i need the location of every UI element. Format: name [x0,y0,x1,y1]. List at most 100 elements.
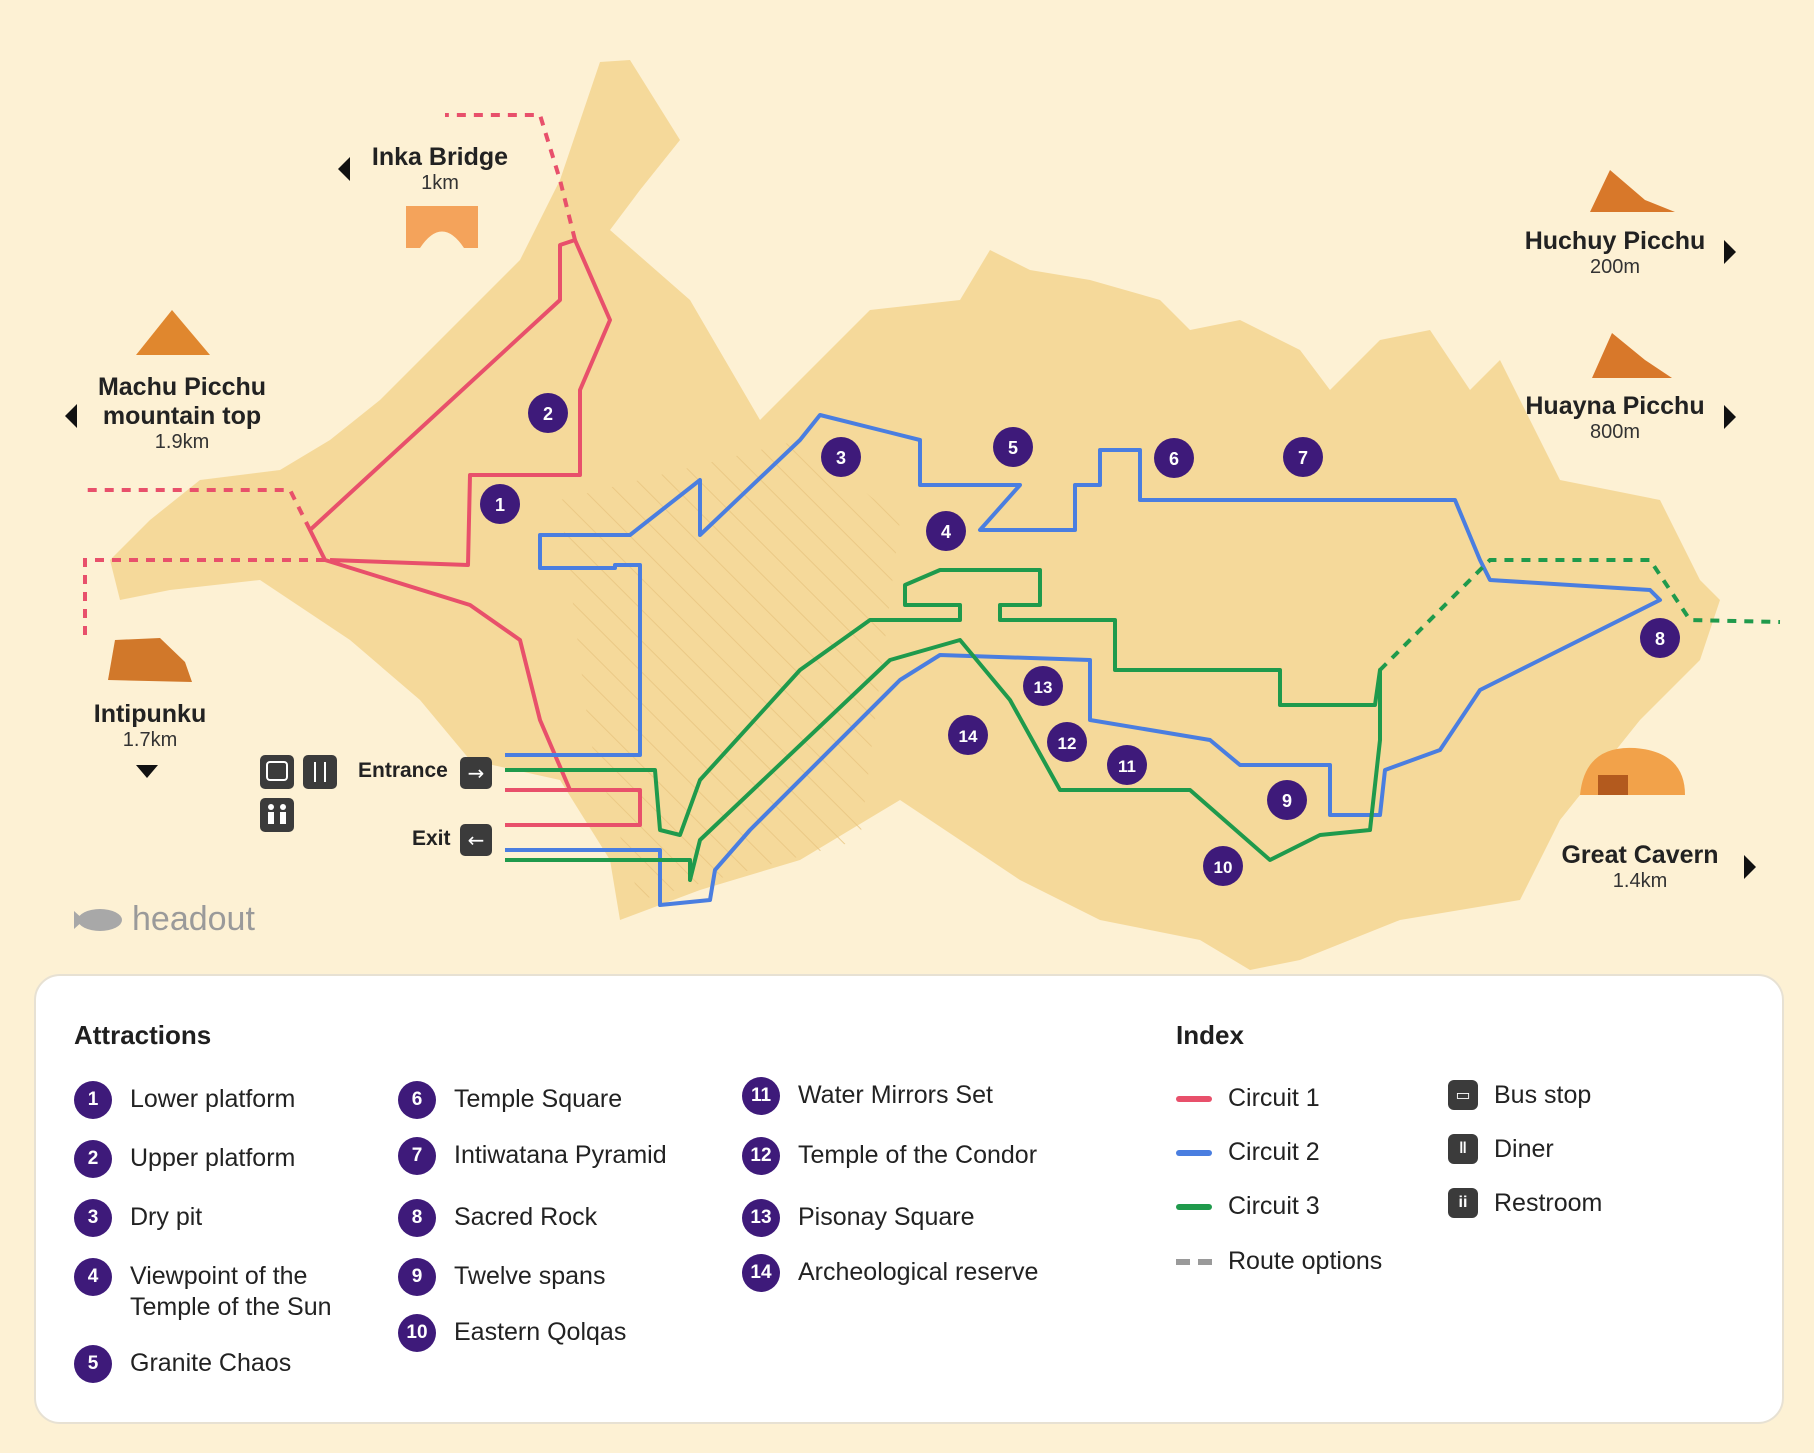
legend-circuit-2: Circuit 2 [1176,1138,1320,1167]
legend-circuit-3: Circuit 3 [1176,1192,1320,1221]
marker-5[interactable]: 5 [993,427,1033,467]
attraction-badge: 7 [398,1137,436,1175]
svg-text:2: 2 [543,404,553,424]
marker-7[interactable]: 7 [1283,437,1323,477]
svg-text:12: 12 [1058,734,1077,753]
arrow-left-icon [338,157,350,181]
index-title: Index [1176,1020,1244,1050]
attraction-name: Upper platform [130,1144,296,1172]
site-map: 1 2 3 4 5 6 7 8 9 10 11 12 13 14 → [65,60,1781,970]
svg-text:5: 5 [1008,438,1018,458]
attraction-item[interactable]: 2 Upper platform [74,1140,390,1178]
marker-2[interactable]: 2 [528,393,568,433]
arrow-down-icon [136,765,158,778]
marker-3[interactable]: 3 [821,437,861,477]
marker-12[interactable]: 12 [1047,722,1087,762]
attraction-item[interactable]: 14 Archeological reserve [742,1254,1098,1292]
attraction-name: Pisonay Square [798,1203,975,1231]
attraction-name: Temple Square [454,1085,623,1113]
terrain [110,60,1720,970]
direction-arrows [65,157,1756,879]
attraction-badge: 14 [742,1254,780,1292]
attraction-item[interactable]: 5 Granite Chaos [74,1345,390,1383]
mountain-icon [136,310,210,355]
marker-10[interactable]: 10 [1203,846,1243,886]
svg-text:→: → [468,761,485,785]
destination-great-cavern[interactable]: Great Cavern 1.4km [1561,841,1719,892]
diner-icon [303,755,337,789]
destination-intipunku[interactable]: Intipunku 1.7km [93,700,207,751]
facility-icons [260,755,337,832]
svg-text:11: 11 [1118,757,1136,776]
destination-huayna-picchu[interactable]: Huayna Picchu 800m [1525,392,1705,443]
attraction-item[interactable]: 13 Pisonay Square [742,1199,1098,1237]
attraction-badge: 12 [742,1137,780,1175]
svg-text:9: 9 [1282,791,1292,811]
marker-14[interactable]: 14 [948,715,988,755]
svg-text:4: 4 [941,522,951,542]
marker-6[interactable]: 6 [1154,438,1194,478]
destination-huchuy-picchu[interactable]: Huchuy Picchu 200m [1524,227,1706,278]
attraction-item[interactable]: 12 Temple of the Condor [742,1137,1098,1175]
svg-text:8: 8 [1655,629,1665,649]
diner-icon: ǁ [1448,1134,1478,1164]
attraction-item[interactable]: 9 Twelve spans [398,1258,714,1296]
attraction-badge: 3 [74,1199,112,1237]
attraction-badge: 13 [742,1199,780,1237]
attraction-item[interactable]: 6 Temple Square [398,1081,714,1119]
attractions-title: Attractions [74,1020,212,1050]
attraction-name: Sacred Rock [454,1203,598,1231]
attraction-item[interactable]: 1 Lower platform [74,1081,390,1119]
arrow-right-icon [1724,405,1736,429]
attraction-badge: 1 [74,1081,112,1119]
marker-8[interactable]: 8 [1640,618,1680,658]
svg-text:14: 14 [959,727,978,746]
legend-circuit-1: Circuit 1 [1176,1084,1320,1113]
attraction-name: Lower platform [130,1085,296,1113]
bus-icon: ▭ [1448,1080,1478,1110]
legend-panel: Attractions Index 1 Lower platform 2 Upper… [34,974,1784,1424]
marker-9[interactable]: 9 [1267,780,1307,820]
attraction-badge: 8 [398,1199,436,1237]
attraction-badge: 5 [74,1345,112,1383]
arrow-left-icon [65,404,77,428]
circuit-3-route [505,568,1382,882]
attraction-item[interactable]: 8 Sacred Rock [398,1199,714,1237]
attraction-badge: 11 [742,1077,780,1115]
brand-name: headout [132,900,255,938]
marker-4[interactable]: 4 [926,511,966,551]
legend-route-options: Route options [1176,1247,1382,1276]
attraction-badge: 4 [74,1258,112,1296]
exit-label: Exit [412,827,451,850]
exit-gate[interactable]: ← [460,824,492,856]
attraction-badge: 6 [398,1081,436,1119]
cavern-icon [1580,747,1685,795]
legend-bus-stop: ▭Bus stop [1448,1080,1591,1110]
destination-inka-bridge[interactable]: Inka Bridge 1km [371,143,509,194]
marker-13[interactable]: 13 [1023,666,1063,706]
arrow-right-icon [1724,240,1736,264]
marker-1[interactable]: 1 [480,484,520,524]
attraction-badge: 2 [74,1140,112,1178]
svg-text:6: 6 [1169,449,1179,469]
attraction-badge: 9 [398,1258,436,1296]
circuit-1-route [308,238,642,827]
attraction-name: Twelve spans [454,1262,606,1290]
marker-11[interactable]: 11 [1107,745,1147,785]
attraction-name: Granite Chaos [130,1349,292,1377]
bus-icon [260,755,294,789]
attraction-name: Archeological reserve [798,1258,1039,1286]
entrance-gate[interactable]: → [460,757,492,789]
attraction-name: Eastern Qolqas [454,1318,627,1346]
destination-machu-picchu-mountain[interactable]: Machu Picchu mountain top 1.9km [97,373,267,453]
attraction-name: Temple of the Condor [798,1141,1038,1169]
mountain-icon [1590,170,1675,212]
arrow-right-icon [1744,855,1756,879]
